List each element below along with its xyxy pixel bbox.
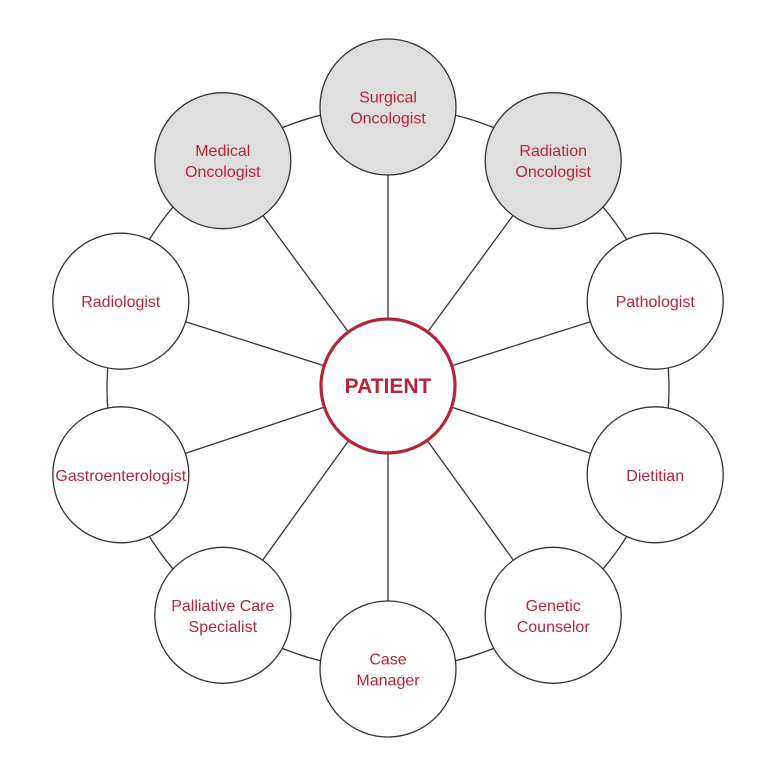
- role-circle-genetic-counselor: [484, 546, 622, 684]
- role-label-gastroenterologist-line-1: Gastroenterologist: [55, 468, 186, 485]
- role-circle-surgical-oncologist: [319, 38, 457, 176]
- role-label-case-manager-line-1: Case: [369, 652, 406, 669]
- role-label-radiation-oncologist-line-2: Oncologist: [515, 164, 591, 181]
- spoke-gastroenterologist: [185, 406, 325, 455]
- role-label-radiologist-line-1: Radiologist: [81, 294, 161, 311]
- role-circle-pathologist: [586, 232, 724, 370]
- role-node-pathologist: Pathologist: [586, 232, 724, 370]
- role-circle-medical-oncologist: [154, 92, 292, 230]
- role-label-radiation-oncologist-line-1: Radiation: [519, 143, 587, 160]
- patient-label: PATIENT: [345, 375, 432, 398]
- role-label-palliative-care-specialist-line-1: Palliative Care: [171, 598, 274, 615]
- role-label-case-manager-line-2: Manager: [356, 673, 420, 690]
- role-label-medical-oncologist-line-2: Oncologist: [185, 164, 261, 181]
- spoke-genetic-counselor: [426, 440, 514, 561]
- role-label-dietitian-line-1: Dietitian: [626, 468, 684, 485]
- role-label-genetic-counselor-line-2: Counselor: [517, 619, 591, 636]
- role-circle-case-manager: [319, 600, 457, 738]
- spokes-group: [185, 175, 591, 601]
- role-label-genetic-counselor-line-1: Genetic: [526, 598, 581, 615]
- role-label-medical-oncologist-line-1: Medical: [195, 143, 250, 160]
- role-label-pathologist-line-1: Pathologist: [616, 294, 696, 311]
- patient-circle: [319, 317, 457, 455]
- spoke-dietitian: [451, 406, 591, 455]
- role-circle-dietitian: [586, 406, 724, 544]
- role-node-radiologist: Radiologist: [52, 232, 190, 370]
- role-circle-gastroenterologist: [52, 406, 190, 544]
- role-label-surgical-oncologist-line-2: Oncologist: [350, 111, 426, 128]
- role-node-dietitian: Dietitian: [586, 406, 724, 544]
- spoke-pathologist: [451, 321, 591, 367]
- role-circle-radiologist: [52, 232, 190, 370]
- patient-node: PATIENT: [319, 317, 457, 455]
- spoke-radiation-oncologist: [427, 215, 514, 333]
- role-nodes-group: SurgicalOncologistRadiationOncologistPat…: [52, 38, 724, 738]
- spoke-medical-oncologist: [262, 215, 349, 333]
- role-node-gastroenterologist: Gastroenterologist: [52, 406, 190, 544]
- role-circle-radiation-oncologist: [484, 92, 622, 230]
- role-circle-palliative-care-specialist: [154, 546, 292, 684]
- spoke-palliative-care-specialist: [262, 440, 350, 561]
- role-label-surgical-oncologist-line-1: Surgical: [359, 90, 417, 107]
- spoke-radiologist: [185, 321, 325, 367]
- role-label-palliative-care-specialist-line-2: Specialist: [189, 619, 258, 636]
